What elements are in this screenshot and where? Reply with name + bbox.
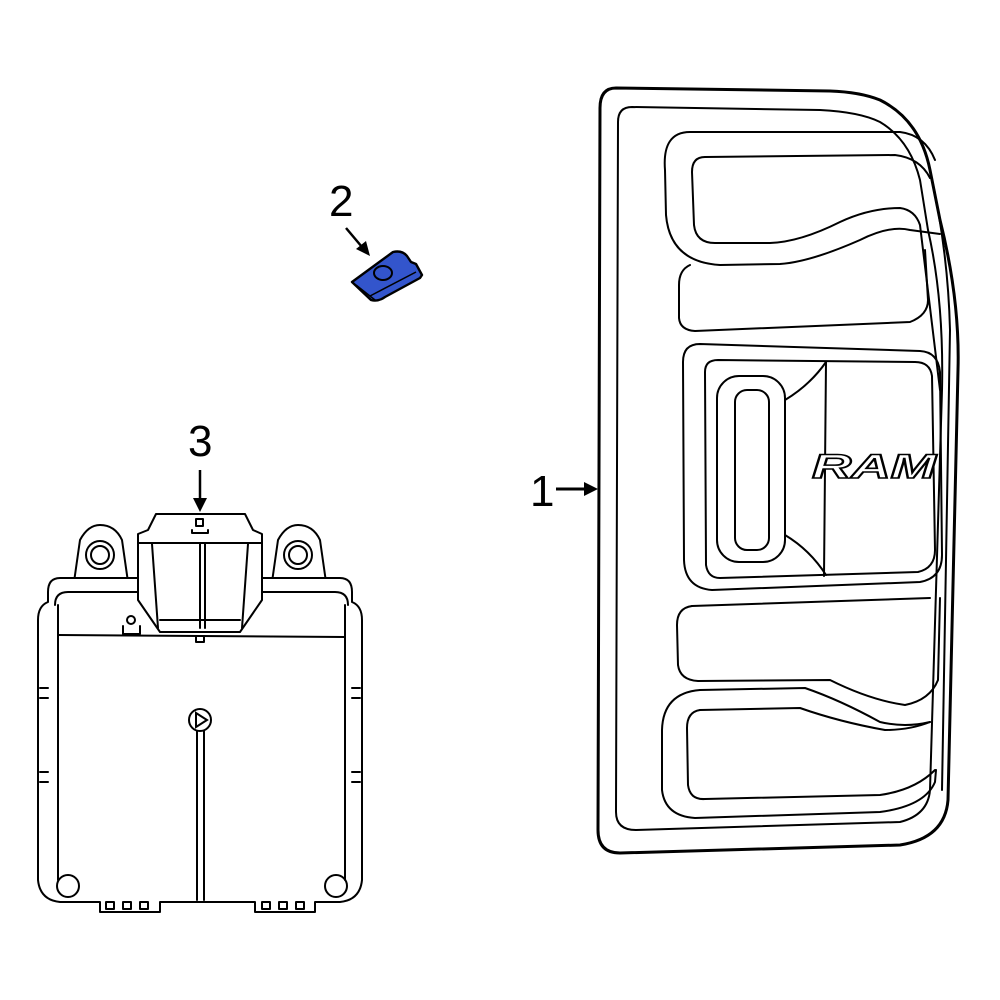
clip-nut[interactable]: [350, 250, 424, 302]
callout-1-arrow: [556, 482, 598, 496]
callout-3-label: 3: [188, 417, 213, 466]
callout-2-label: 2: [329, 177, 354, 226]
tail-lamp-assembly[interactable]: RAM: [596, 86, 960, 855]
callout-2-arrow: [345, 227, 370, 256]
ram-badge: RAM: [811, 447, 938, 487]
callout-1-label: 1: [530, 467, 555, 516]
svg-text:RAM: RAM: [812, 448, 937, 486]
module[interactable]: [37, 513, 363, 913]
callout-3-arrow: [193, 470, 207, 512]
